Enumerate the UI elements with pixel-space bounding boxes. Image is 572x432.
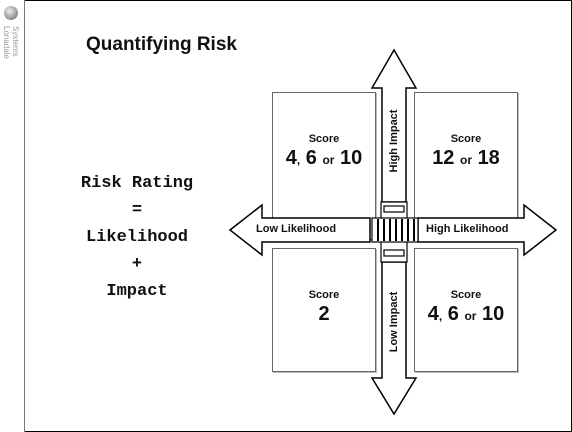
score-value-1: 2 xyxy=(318,303,330,325)
score-value-3: 10 xyxy=(340,147,363,169)
score-value: 4, 6 or 10 xyxy=(273,147,375,171)
arrow-left-label: Low Likelihood xyxy=(256,223,337,235)
arrow-right-label: High Likelihood xyxy=(426,223,509,235)
formula-line-1: Risk Rating xyxy=(80,174,194,193)
formula-line-3: Likelihood xyxy=(85,228,189,247)
score-value-2: 18 xyxy=(477,147,500,169)
score-value: 4, 6 or 10 xyxy=(415,303,517,327)
score-value-2: 6 xyxy=(447,303,459,325)
score-sep-1: , xyxy=(296,153,301,167)
score-sep-2: or xyxy=(322,153,335,167)
sidebar: Lonadale Systems xyxy=(0,0,25,432)
arrow-right-shape xyxy=(417,203,558,257)
formula-line-2: = xyxy=(131,201,143,220)
quadrant-top-right: Score 12 or 18 xyxy=(414,92,518,240)
arrow-left-shape xyxy=(228,203,371,257)
arrow-down-label: Low Impact xyxy=(388,291,400,353)
score-value-2: 6 xyxy=(305,147,317,169)
globe-icon xyxy=(4,6,18,20)
score-value: 12 or 18 xyxy=(415,147,517,171)
risk-formula: Risk Rating = Likelihood + Impact xyxy=(52,170,222,305)
formula-line-4: + xyxy=(131,255,143,274)
score-value: 2 xyxy=(273,303,375,325)
quadrant-top-left: Score 4, 6 or 10 xyxy=(272,92,376,240)
page-title: Quantifying Risk xyxy=(86,34,237,55)
score-label: Score xyxy=(308,289,340,301)
score-label: Score xyxy=(308,133,340,145)
brand: Lonadale Systems xyxy=(2,26,22,116)
brand-line-1: Lonadale xyxy=(2,26,11,59)
score-value-3: 10 xyxy=(482,303,505,325)
score-label: Score xyxy=(450,289,482,301)
quadrant-bottom-right: Score 4, 6 or 10 xyxy=(414,248,518,372)
arrow-up-shape xyxy=(370,48,418,203)
score-value-1: 4 xyxy=(427,303,439,325)
score-sep-1: , xyxy=(438,309,443,323)
score-value-1: 4 xyxy=(285,147,297,169)
score-sep-1: or xyxy=(460,153,472,167)
arrow-down-shape xyxy=(370,261,418,416)
formula-line-5: Impact xyxy=(106,282,168,301)
score-sep-2: or xyxy=(464,309,477,323)
arrow-up-label: High Impact xyxy=(388,109,400,173)
brand-line-2: Systems xyxy=(11,26,20,57)
quadrant-bottom-left: Score 2 xyxy=(272,248,376,372)
score-label: Score xyxy=(450,133,482,145)
score-value-1: 12 xyxy=(432,147,455,169)
